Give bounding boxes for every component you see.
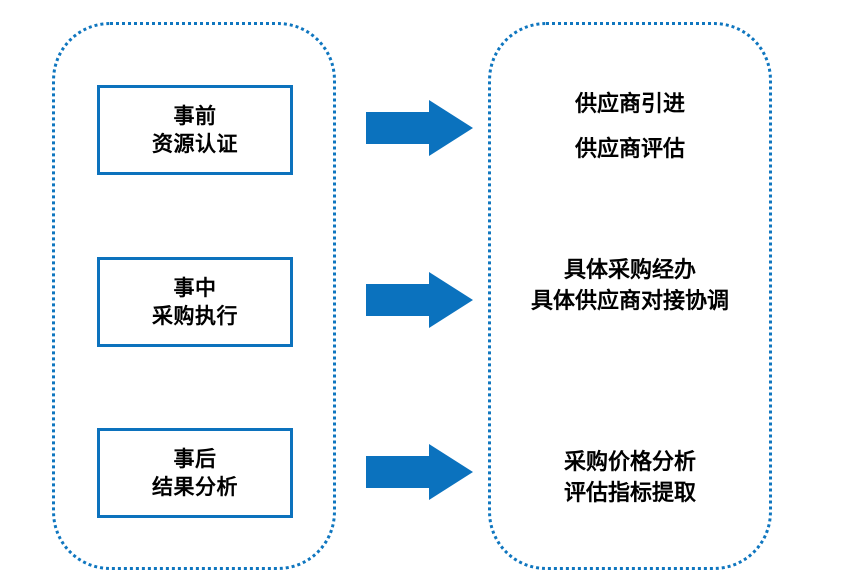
- outcome-during-line1: 具体采购经办: [563, 257, 696, 283]
- stage-box-during[interactable]: 事中 采购执行: [97, 257, 293, 347]
- stage-box-after-line1: 事后: [173, 446, 217, 472]
- stage-box-after[interactable]: 事后 结果分析: [97, 428, 293, 518]
- outcome-during-line2: 具体供应商对接协调: [530, 288, 729, 315]
- outcome-after-line2: 评估指标提取: [563, 480, 696, 507]
- outcome-group-during: 具体采购经办 具体供应商对接协调: [492, 255, 768, 317]
- stage-box-before-line1: 事前: [173, 103, 217, 129]
- right-arrow-icon-2: [366, 272, 473, 328]
- outcome-group-after: 采购价格分析 评估指标提取: [492, 447, 768, 509]
- outcome-after-line1: 采购价格分析: [563, 449, 696, 475]
- stage-box-after-line2: 结果分析: [152, 474, 238, 499]
- right-panel-dotted-container: [488, 22, 772, 570]
- stage-box-before-line2: 资源认证: [152, 131, 238, 156]
- outcome-group-before: 供应商引进 供应商评估: [492, 82, 768, 172]
- right-arrow-icon-1: [366, 100, 473, 156]
- stage-box-before[interactable]: 事前 资源认证: [97, 85, 293, 175]
- right-arrow-icon-3: [366, 444, 473, 500]
- left-panel-dotted-container: [52, 22, 336, 570]
- outcome-before-line2: 供应商评估: [574, 136, 685, 163]
- outcome-before-line1: 供应商引进: [574, 91, 685, 117]
- stage-box-during-line1: 事中: [173, 275, 217, 301]
- stage-box-during-line2: 采购执行: [152, 303, 238, 328]
